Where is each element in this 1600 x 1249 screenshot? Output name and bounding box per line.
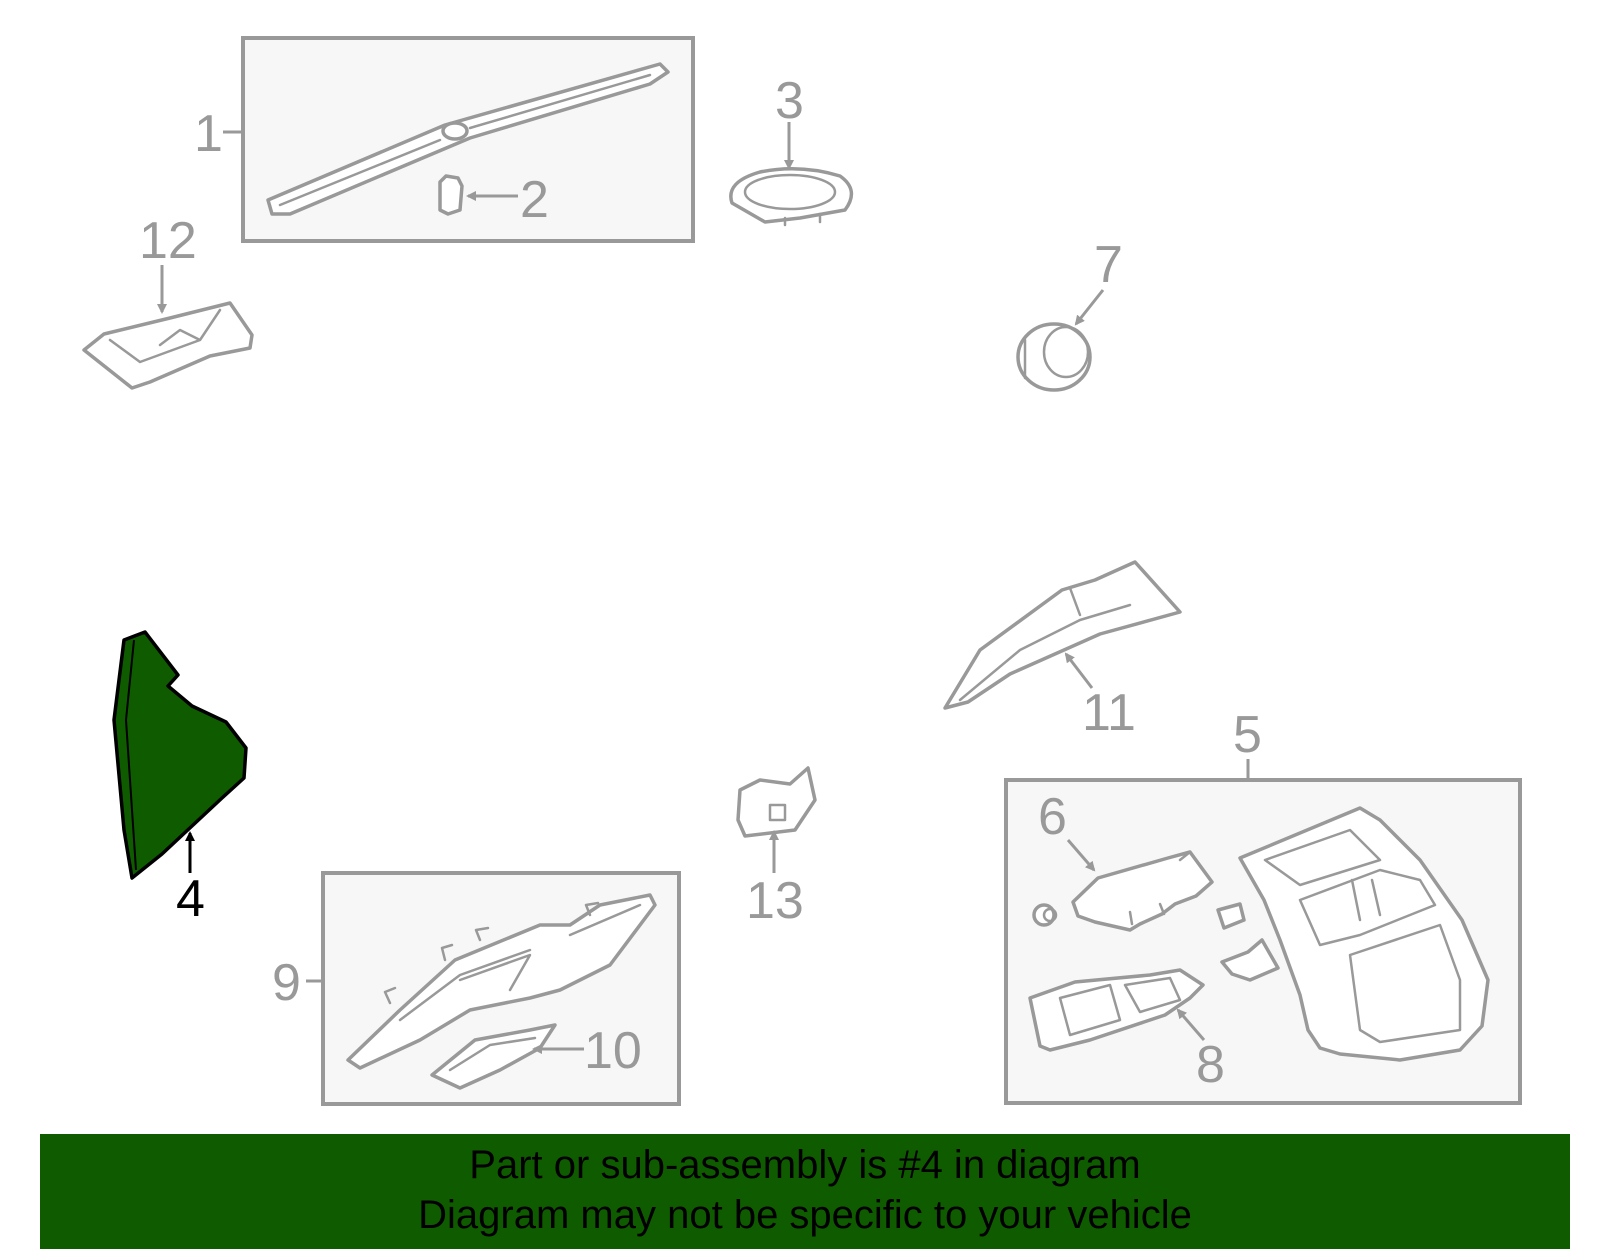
part-2-clip[interactable] bbox=[438, 174, 464, 216]
part-6-screw[interactable] bbox=[1032, 903, 1058, 927]
callout-9: 9 bbox=[272, 954, 301, 1012]
callout-12: 12 bbox=[139, 212, 197, 270]
callout-11: 11 bbox=[1082, 684, 1136, 742]
part-5-center-bezel[interactable] bbox=[1216, 806, 1490, 1062]
leader-11 bbox=[1064, 652, 1094, 689]
callout-2: 2 bbox=[520, 171, 549, 229]
part-12-vent-bracket[interactable] bbox=[82, 301, 254, 390]
part-11-curved-trim[interactable] bbox=[943, 560, 1182, 710]
callout-4: 4 bbox=[176, 870, 205, 928]
banner-line-1: Part or sub-assembly is #4 in diagram bbox=[469, 1143, 1141, 1187]
banner-line-2: Diagram may not be specific to your vehi… bbox=[418, 1193, 1192, 1237]
leader-7 bbox=[1074, 289, 1105, 326]
callout-5: 5 bbox=[1233, 706, 1262, 764]
callout-1: 1 bbox=[194, 105, 223, 163]
callout-3: 3 bbox=[775, 72, 804, 130]
part-9-glovebox-frame[interactable] bbox=[346, 893, 657, 1070]
callout-8: 8 bbox=[1196, 1036, 1225, 1094]
part-4-side-panel[interactable] bbox=[112, 630, 248, 880]
part-8-vent-assembly[interactable] bbox=[1028, 968, 1205, 1052]
info-banner: Part or sub-assembly is #4 in diagram Di… bbox=[40, 1134, 1570, 1249]
part-10-glovebox-insert[interactable] bbox=[430, 1023, 557, 1090]
part-6-control-module[interactable] bbox=[1071, 850, 1214, 932]
part-3-speaker-ring[interactable] bbox=[729, 167, 854, 227]
callout-6: 6 bbox=[1038, 788, 1067, 846]
callout-10: 10 bbox=[584, 1022, 642, 1080]
callout-13: 13 bbox=[746, 872, 804, 930]
part-13-small-bracket[interactable] bbox=[736, 766, 817, 838]
part-7-knob[interactable] bbox=[1016, 322, 1092, 392]
callout-7: 7 bbox=[1094, 236, 1123, 294]
leader-6 bbox=[1066, 839, 1096, 872]
part-1-trim-strip[interactable] bbox=[266, 62, 670, 216]
leader-8 bbox=[1176, 1008, 1206, 1041]
